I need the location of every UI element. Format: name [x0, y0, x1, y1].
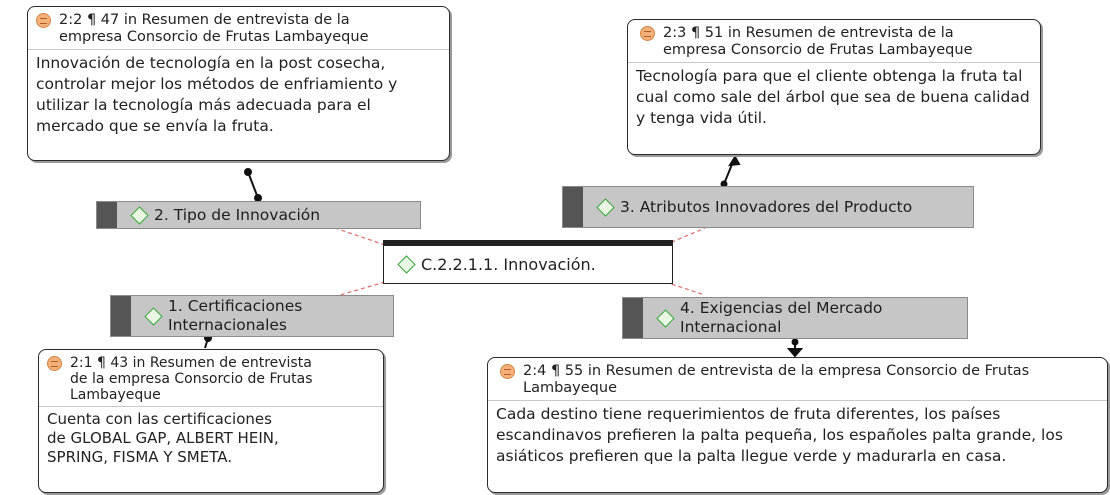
link-center-code-2	[334, 227, 386, 246]
code-group-icon	[397, 255, 416, 274]
link-endpoint	[244, 168, 252, 176]
code-color-bar	[97, 202, 117, 228]
central-code-label: C.2.2.1.1. Innovación.	[421, 255, 596, 274]
quotation-card-2-4[interactable]: 2:4 ¶ 55 in Resumen de entrevista de la …	[487, 357, 1108, 493]
quotation-header: 2:2 ¶ 47 in Resumen de entrevista de la …	[28, 7, 449, 50]
quotation-header: 2:3 ¶ 51 in Resumen de entrevista de la …	[628, 20, 1040, 63]
code-icon	[596, 197, 615, 217]
quotation-header: 2:1 ¶ 43 in Resumen de entrevista de la …	[39, 350, 383, 407]
quotation-header-text: 2:2 ¶ 47 in Resumen de entrevista de la …	[59, 12, 369, 45]
link-center-code-1	[339, 281, 386, 296]
quotation-icon	[500, 364, 515, 379]
quotation-header-text: 2:3 ¶ 51 in Resumen de entrevista de la …	[663, 25, 973, 58]
code-label: 1. Certificaciones Internacionales	[168, 297, 303, 334]
quotation-text: Cuenta con las certificaciones de GLOBAL…	[47, 410, 279, 466]
link-quote-1-code-2	[247, 171, 259, 199]
arrow-head	[728, 155, 741, 167]
code-color-bar	[563, 187, 583, 227]
code-label: 4. Exigencias del Mercado Internacional	[680, 299, 883, 336]
quotation-card-2-1[interactable]: 2:1 ¶ 43 in Resumen de entrevista de la …	[38, 349, 384, 493]
code-icon	[130, 205, 149, 225]
link-center-code-4	[664, 281, 706, 296]
code-color-bar	[111, 296, 131, 336]
quotation-card-2-3[interactable]: 2:3 ¶ 51 in Resumen de entrevista de la …	[627, 19, 1041, 155]
arrow-head	[786, 348, 804, 358]
quotation-text: Cada destino tiene requerimientos de fru…	[496, 405, 1063, 465]
quotation-icon	[36, 13, 51, 28]
central-code-node[interactable]: C.2.2.1.1. Innovación.	[383, 240, 673, 284]
link-endpoint	[791, 338, 799, 346]
quotation-card-2-2[interactable]: 2:2 ¶ 47 in Resumen de entrevista de la …	[27, 6, 450, 161]
quotation-header: 2:4 ¶ 55 in Resumen de entrevista de la …	[488, 358, 1107, 401]
code-node-3-atributos-innovadores[interactable]: 3. Atributos Innovadores del Producto	[562, 186, 974, 228]
code-node-4-exigencias-del-mercado[interactable]: 4. Exigencias del Mercado Internacional	[622, 297, 968, 339]
quotation-text: Tecnología para que el cliente obtenga l…	[636, 67, 1030, 127]
code-color-bar	[623, 298, 643, 338]
quotation-icon	[640, 26, 655, 41]
quotation-icon	[47, 356, 62, 371]
code-icon	[656, 308, 675, 328]
code-label: 3. Atributos Innovadores del Producto	[620, 197, 913, 216]
quotation-text: Innovación de tecnología en la post cose…	[36, 54, 398, 135]
quotation-header-text: 2:4 ¶ 55 in Resumen de entrevista de la …	[523, 363, 1030, 396]
code-node-2-tipo-de-innovacion[interactable]: 2. Tipo de Innovación	[96, 201, 421, 229]
code-icon	[144, 306, 163, 326]
code-label: 2. Tipo de Innovación	[154, 205, 321, 224]
code-node-1-certificaciones[interactable]: 1. Certificaciones Internacionales	[110, 295, 394, 337]
quotation-header-text: 2:1 ¶ 43 in Resumen de entrevista de la …	[70, 355, 313, 403]
